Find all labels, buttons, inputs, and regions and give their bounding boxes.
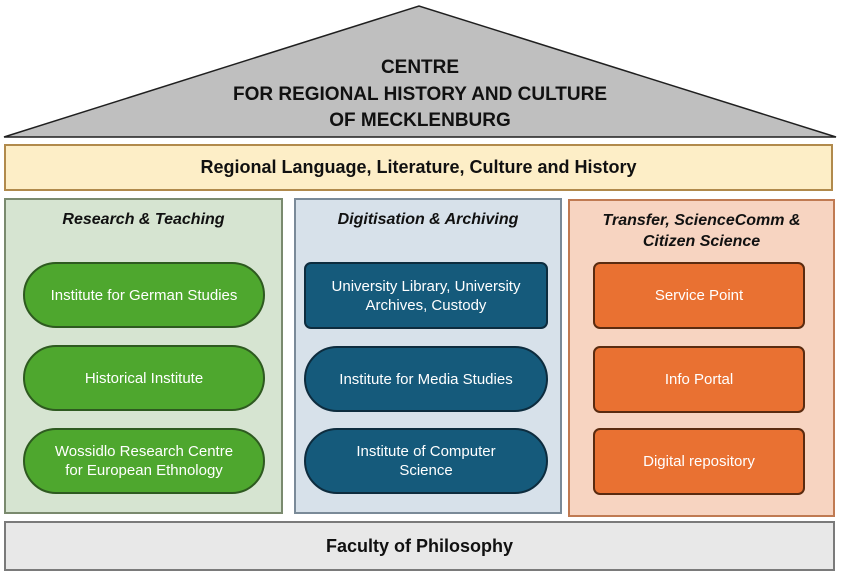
roof-triangle — [3, 5, 837, 138]
box-label: University Library, University Archives,… — [331, 277, 521, 314]
box-institute-computer-science: Institute of Computer Science — [304, 428, 548, 494]
box-label: Institute for Media Studies — [339, 370, 513, 388]
box-wossidlo-research-centre: Wossidlo Research Centre for European Et… — [23, 428, 265, 494]
box-university-library: University Library, University Archives,… — [304, 262, 548, 329]
column-title-transfer-science: Transfer, ScienceComm & Citizen Science — [602, 212, 801, 250]
centre-title-line-2: FOR REGIONAL HISTORY AND CULTURE — [232, 83, 608, 105]
regional-band: Regional Language, Literature, Culture a… — [4, 144, 833, 191]
box-service-point: Service Point — [593, 262, 805, 329]
faculty-footer: Faculty of Philosophy — [4, 521, 835, 571]
box-label: Institute for German Studies — [50, 286, 238, 304]
column-research-teaching: Research & Teaching Institute for German… — [4, 198, 283, 514]
box-institute-media-studies: Institute for Media Studies — [304, 346, 548, 412]
box-digital-repository: Digital repository — [593, 428, 805, 495]
roof-shape — [3, 5, 837, 138]
box-label: Institute of Computer Science — [356, 443, 496, 479]
column-digitisation-archiving: Digitisation & Archiving University Libr… — [294, 198, 562, 514]
centre-title: CENTRE FOR REGIONAL HISTORY AND CULTURE … — [150, 55, 690, 135]
box-label: Info Portal — [664, 371, 734, 388]
box-label: Wossidlo Research Centre for European Et… — [54, 443, 234, 479]
box-info-portal: Info Portal — [593, 346, 805, 413]
regional-band-label: Regional Language, Literature, Culture a… — [200, 157, 637, 177]
column-title-research-teaching: Research & Teaching — [62, 211, 225, 228]
box-label: Service Point — [654, 287, 744, 304]
centre-title-line-1: CENTRE — [380, 57, 460, 78]
box-label: Historical Institute — [84, 369, 204, 387]
column-transfer-science: Transfer, ScienceComm & Citizen Science … — [568, 199, 835, 517]
box-label: Digital repository — [643, 453, 755, 470]
box-institute-german-studies: Institute for German Studies — [23, 262, 265, 328]
faculty-footer-label: Faculty of Philosophy — [325, 535, 513, 556]
box-historical-institute: Historical Institute — [23, 345, 265, 411]
centre-title-line-3: OF MECKLENBURG — [329, 110, 511, 131]
column-title-digitisation-archiving: Digitisation & Archiving — [337, 211, 519, 228]
